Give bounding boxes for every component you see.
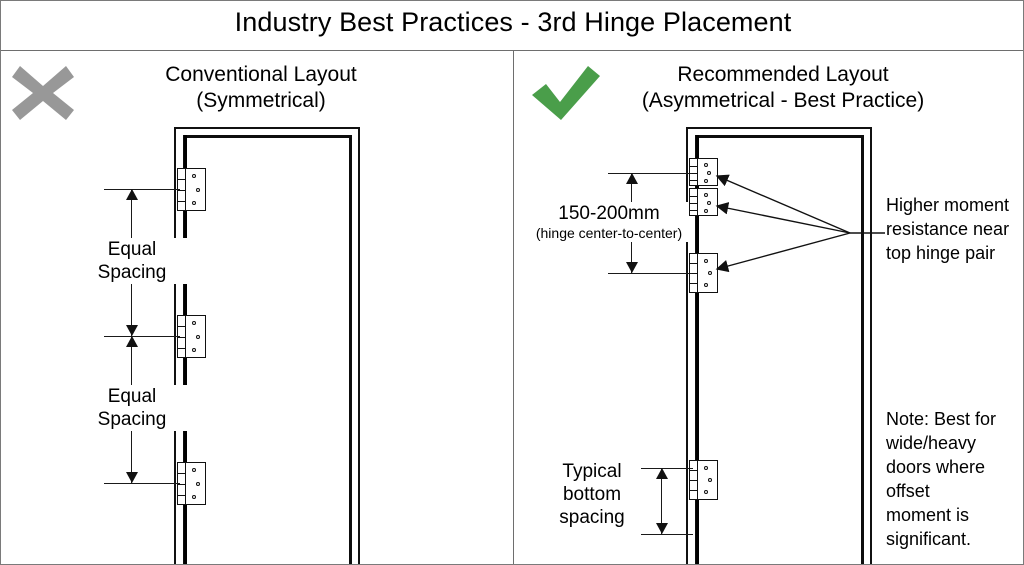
dimension-label-lower-left-line1: Equal xyxy=(107,386,157,407)
panel-divider xyxy=(513,50,514,564)
panel-left-heading-line2: (Symmetrical) xyxy=(196,89,326,112)
note-line4: offset xyxy=(886,481,930,501)
dimension-arrow-down-top-right xyxy=(626,262,638,273)
door-leaf-right xyxy=(695,135,864,564)
dimension-arrow-up-bottom-right xyxy=(656,468,668,479)
note-line5: moment is xyxy=(886,505,970,525)
hinge-bottom-right xyxy=(689,460,718,500)
dimension-label-bottom-right-line1: Typical xyxy=(562,461,622,482)
callout-line2: resistance near xyxy=(886,219,1010,239)
panel-left-heading-line1: Conventional Layout xyxy=(165,63,357,86)
hinge-second-right xyxy=(689,188,718,216)
hinge-bottom-left xyxy=(177,462,206,505)
callout-line3: top hinge pair xyxy=(886,243,996,263)
dimension-label-top-right-value: 150-200mm xyxy=(558,203,660,224)
dimension-label-top-right: 150-200mm (hinge center-to-center) xyxy=(529,202,689,242)
hinge-leaf-plate xyxy=(185,168,206,211)
page-title: Industry Best Practices - 3rd Hinge Plac… xyxy=(234,7,792,37)
hinge-top-left xyxy=(177,168,206,211)
hinge-leaf-plate xyxy=(697,158,718,186)
dimension-label-bottom-right-line2: bottom xyxy=(562,484,622,505)
dimension-line-bottom-right xyxy=(661,468,663,534)
dimension-arrow-up-upper-left xyxy=(126,189,138,200)
dimension-label-lower-left: Equal Spacing xyxy=(71,385,193,431)
hinge-leaf-plate xyxy=(697,253,718,293)
witness-line-middle-left xyxy=(104,336,180,338)
hinge-leaf-plate xyxy=(185,315,206,358)
cross-icon xyxy=(12,66,74,120)
hinge-leaf-plate xyxy=(697,188,718,216)
door-leaf-left xyxy=(183,135,352,564)
dimension-label-upper-left-line1: Equal xyxy=(107,239,157,260)
panel-right-heading-line2: (Asymmetrical - Best Practice) xyxy=(641,89,925,112)
hinge-leaf-plate xyxy=(697,460,718,500)
dimension-label-upper-left-line2: Spacing xyxy=(97,262,167,283)
panel-recommended: Recommended Layout (Asymmetrical - Best … xyxy=(513,50,1023,564)
panel-right-heading-line1: Recommended Layout xyxy=(677,63,889,86)
check-icon xyxy=(532,66,600,120)
witness-line-bottom-lower-right xyxy=(641,534,693,536)
hinge-top-right xyxy=(689,158,718,186)
witness-line-top-right xyxy=(608,173,692,175)
hinge-leaf-plate xyxy=(185,462,206,505)
note-line6: significant. xyxy=(886,529,972,549)
note-line2: wide/heavy xyxy=(886,433,977,453)
note-block: Note: Best for wide/heavy doors where of… xyxy=(886,407,1023,551)
hinge-middle-left xyxy=(177,315,206,358)
witness-line-second-right xyxy=(608,273,692,275)
callout-moment-resistance: Higher moment resistance near top hinge … xyxy=(886,193,1023,265)
note-line1: Note: Best for xyxy=(886,409,997,429)
panel-right-heading: Recommended Layout (Asymmetrical - Best … xyxy=(573,62,993,114)
dimension-arrow-up-lower-left xyxy=(126,336,138,347)
dimension-arrow-down-lower-left xyxy=(126,472,138,483)
callout-line1: Higher moment xyxy=(886,195,1010,215)
witness-line-top-left xyxy=(104,189,180,191)
header-divider xyxy=(1,50,1023,51)
door-hinge-edge-right xyxy=(696,135,699,564)
witness-line-bottom-left xyxy=(104,483,180,485)
panel-conventional: Conventional Layout (Symmetrical) xyxy=(1,50,513,564)
dimension-arrow-up-top-right xyxy=(626,173,638,184)
dimension-label-lower-left-line2: Spacing xyxy=(97,409,167,430)
hinge-third-right xyxy=(689,253,718,293)
note-line3: doors where xyxy=(886,457,986,477)
dimension-label-bottom-right-line3: spacing xyxy=(559,507,625,528)
dimension-label-top-right-sub: (hinge center-to-center) xyxy=(535,225,683,241)
dimension-arrow-down-upper-left xyxy=(126,325,138,336)
panel-left-heading: Conventional Layout (Symmetrical) xyxy=(51,62,471,114)
dimension-arrow-down-bottom-right xyxy=(656,523,668,534)
dimension-label-upper-left: Equal Spacing xyxy=(71,238,193,284)
dimension-label-bottom-right: Typical bottom spacing xyxy=(543,460,641,529)
